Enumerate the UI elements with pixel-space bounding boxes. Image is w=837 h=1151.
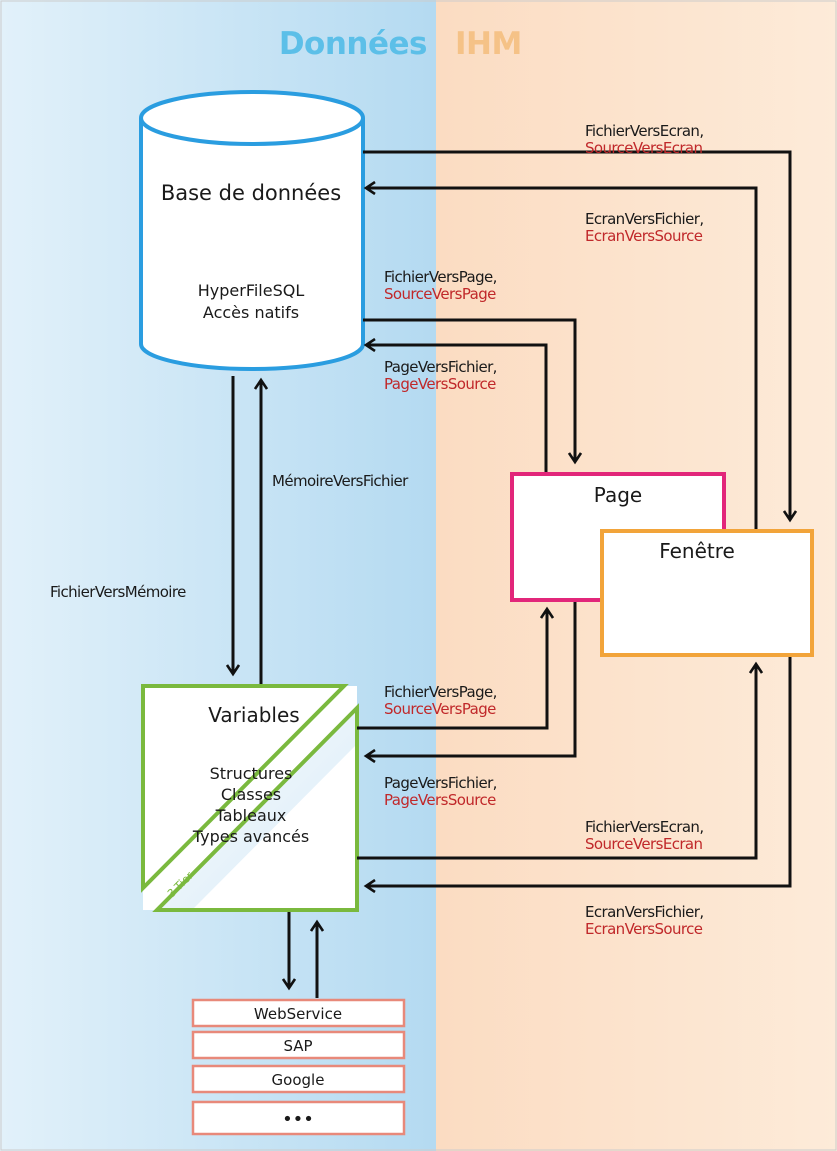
variables-item: Structures bbox=[210, 764, 293, 783]
variables-item: Types avancés bbox=[192, 827, 309, 846]
label-var-page-in-red: PageVersSource bbox=[384, 791, 496, 809]
database-cylinder bbox=[139, 90, 365, 371]
variables-box bbox=[141, 684, 359, 912]
label-var-page-in-black: PageVersFichier, bbox=[384, 774, 497, 792]
database-line-2: Accès natifs bbox=[203, 303, 299, 322]
source-label: WebService bbox=[254, 1005, 342, 1023]
label-var-page-out-black: FichierVersPage, bbox=[384, 683, 497, 701]
label-file-to-mem: FichierVersMémoire bbox=[50, 583, 186, 601]
source-box-webservice bbox=[191, 998, 406, 1028]
source-box-more bbox=[191, 1100, 406, 1136]
label-var-screen-out-black: FichierVersEcran, bbox=[585, 818, 704, 836]
arrow-variables-to-window bbox=[357, 664, 756, 860]
source-box-sap bbox=[191, 1030, 406, 1060]
label-db-page-in-red: PageVersSource bbox=[384, 375, 496, 393]
page-title: Page bbox=[594, 483, 642, 507]
header-data: Données bbox=[279, 26, 427, 62]
label-var-screen-in-black: EcranVersFichier, bbox=[585, 903, 704, 921]
window-box bbox=[600, 529, 814, 657]
label-var-page-out-red: SourceVersPage bbox=[384, 700, 496, 718]
source-label: Google bbox=[272, 1071, 325, 1089]
variables-item: Tableaux bbox=[215, 806, 287, 825]
label-var-screen-in-red: EcranVersSource bbox=[585, 920, 703, 938]
window-title: Fenêtre bbox=[659, 539, 735, 563]
source-box-google bbox=[191, 1064, 406, 1094]
label-db-page-in-black: PageVersFichier, bbox=[384, 358, 497, 376]
label-db-page-out-red: SourceVersPage bbox=[384, 285, 496, 303]
arrow-variables-to-page bbox=[357, 609, 547, 730]
arrow-db-to-window bbox=[363, 150, 790, 520]
source-label: ••• bbox=[282, 1109, 314, 1130]
label-db-screen-in-black: EcranVersFichier, bbox=[585, 210, 704, 228]
arrows bbox=[233, 150, 792, 998]
source-label: SAP bbox=[283, 1037, 312, 1055]
label-db-page-out-black: FichierVersPage, bbox=[384, 268, 497, 286]
label-db-screen-in-red: EcranVersSource bbox=[585, 227, 703, 245]
database-title: Base de données bbox=[161, 181, 341, 205]
arrow-page-to-db bbox=[366, 345, 548, 472]
header-ihm: IHM bbox=[455, 26, 522, 62]
database-line-1: HyperFileSQL bbox=[198, 281, 305, 300]
variables-item: Classes bbox=[221, 785, 281, 804]
label-var-screen-out-red: SourceVersEcran bbox=[585, 835, 703, 853]
label-db-screen-out-red: SourceVersEcran bbox=[585, 139, 703, 157]
arrow-page-to-variables bbox=[366, 602, 577, 756]
arrow-window-to-db bbox=[366, 188, 758, 529]
arrow-window-to-variables bbox=[366, 657, 792, 886]
label-mem-to-file: MémoireVersFichier bbox=[272, 472, 409, 490]
variables-title: Variables bbox=[208, 703, 299, 727]
arrow-db-to-page bbox=[363, 318, 575, 462]
label-db-screen-out-black: FichierVersEcran, bbox=[585, 122, 704, 140]
